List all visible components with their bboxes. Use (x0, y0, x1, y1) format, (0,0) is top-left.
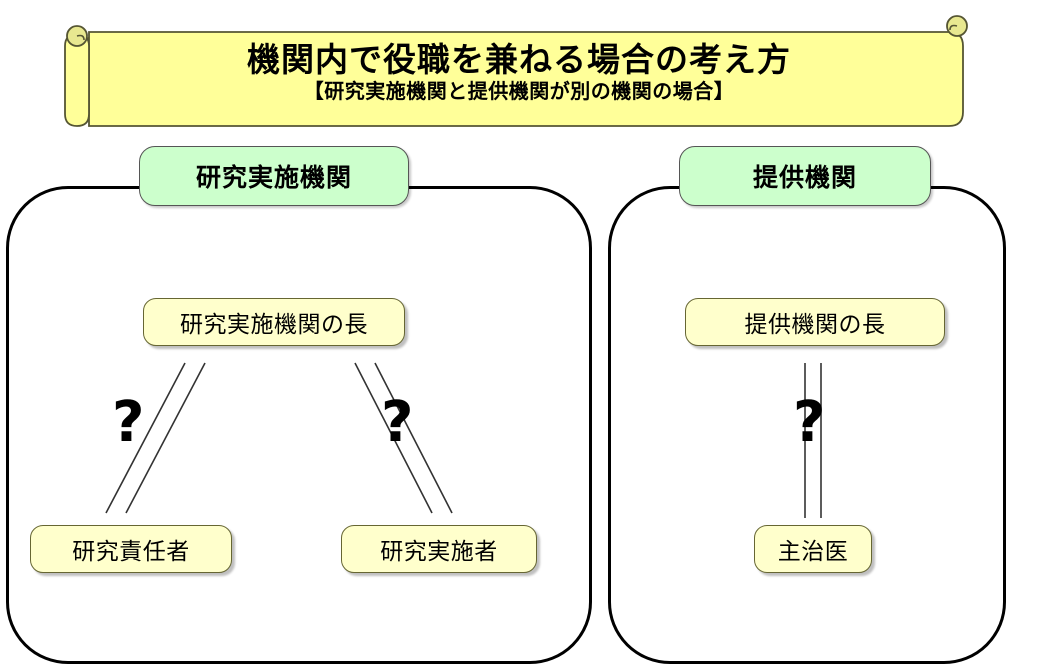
institution-header-research[interactable]: 研究実施機関 (139, 146, 409, 206)
role-box-attending-physician[interactable]: 主治医 (754, 525, 872, 573)
banner-left-curl-tail (76, 34, 85, 41)
title-banner: 機関内で役職を兼ねる場合の考え方 【研究実施機関と提供機関が別の機関の場合】 (63, 12, 975, 132)
banner-left-roll (64, 33, 90, 127)
relation-marker-head-to-pi: ? (112, 390, 145, 455)
role-box-research-implementer[interactable]: 研究実施者 (341, 525, 537, 573)
role-box-principal-investigator[interactable]: 研究責任者 (30, 525, 232, 573)
institution-container-research (6, 186, 592, 664)
banner-scroll-shape (64, 15, 968, 127)
role-box-provider-institution-head[interactable]: 提供機関の長 (685, 298, 945, 346)
banner-sheet (88, 31, 964, 127)
banner-right-curl-tail (949, 24, 958, 31)
institution-header-provider[interactable]: 提供機関 (679, 146, 931, 206)
relation-marker-head-to-implementer: ? (381, 390, 414, 455)
relation-marker-head-to-physician: ? (793, 390, 826, 455)
role-box-research-institution-head[interactable]: 研究実施機関の長 (143, 298, 405, 346)
